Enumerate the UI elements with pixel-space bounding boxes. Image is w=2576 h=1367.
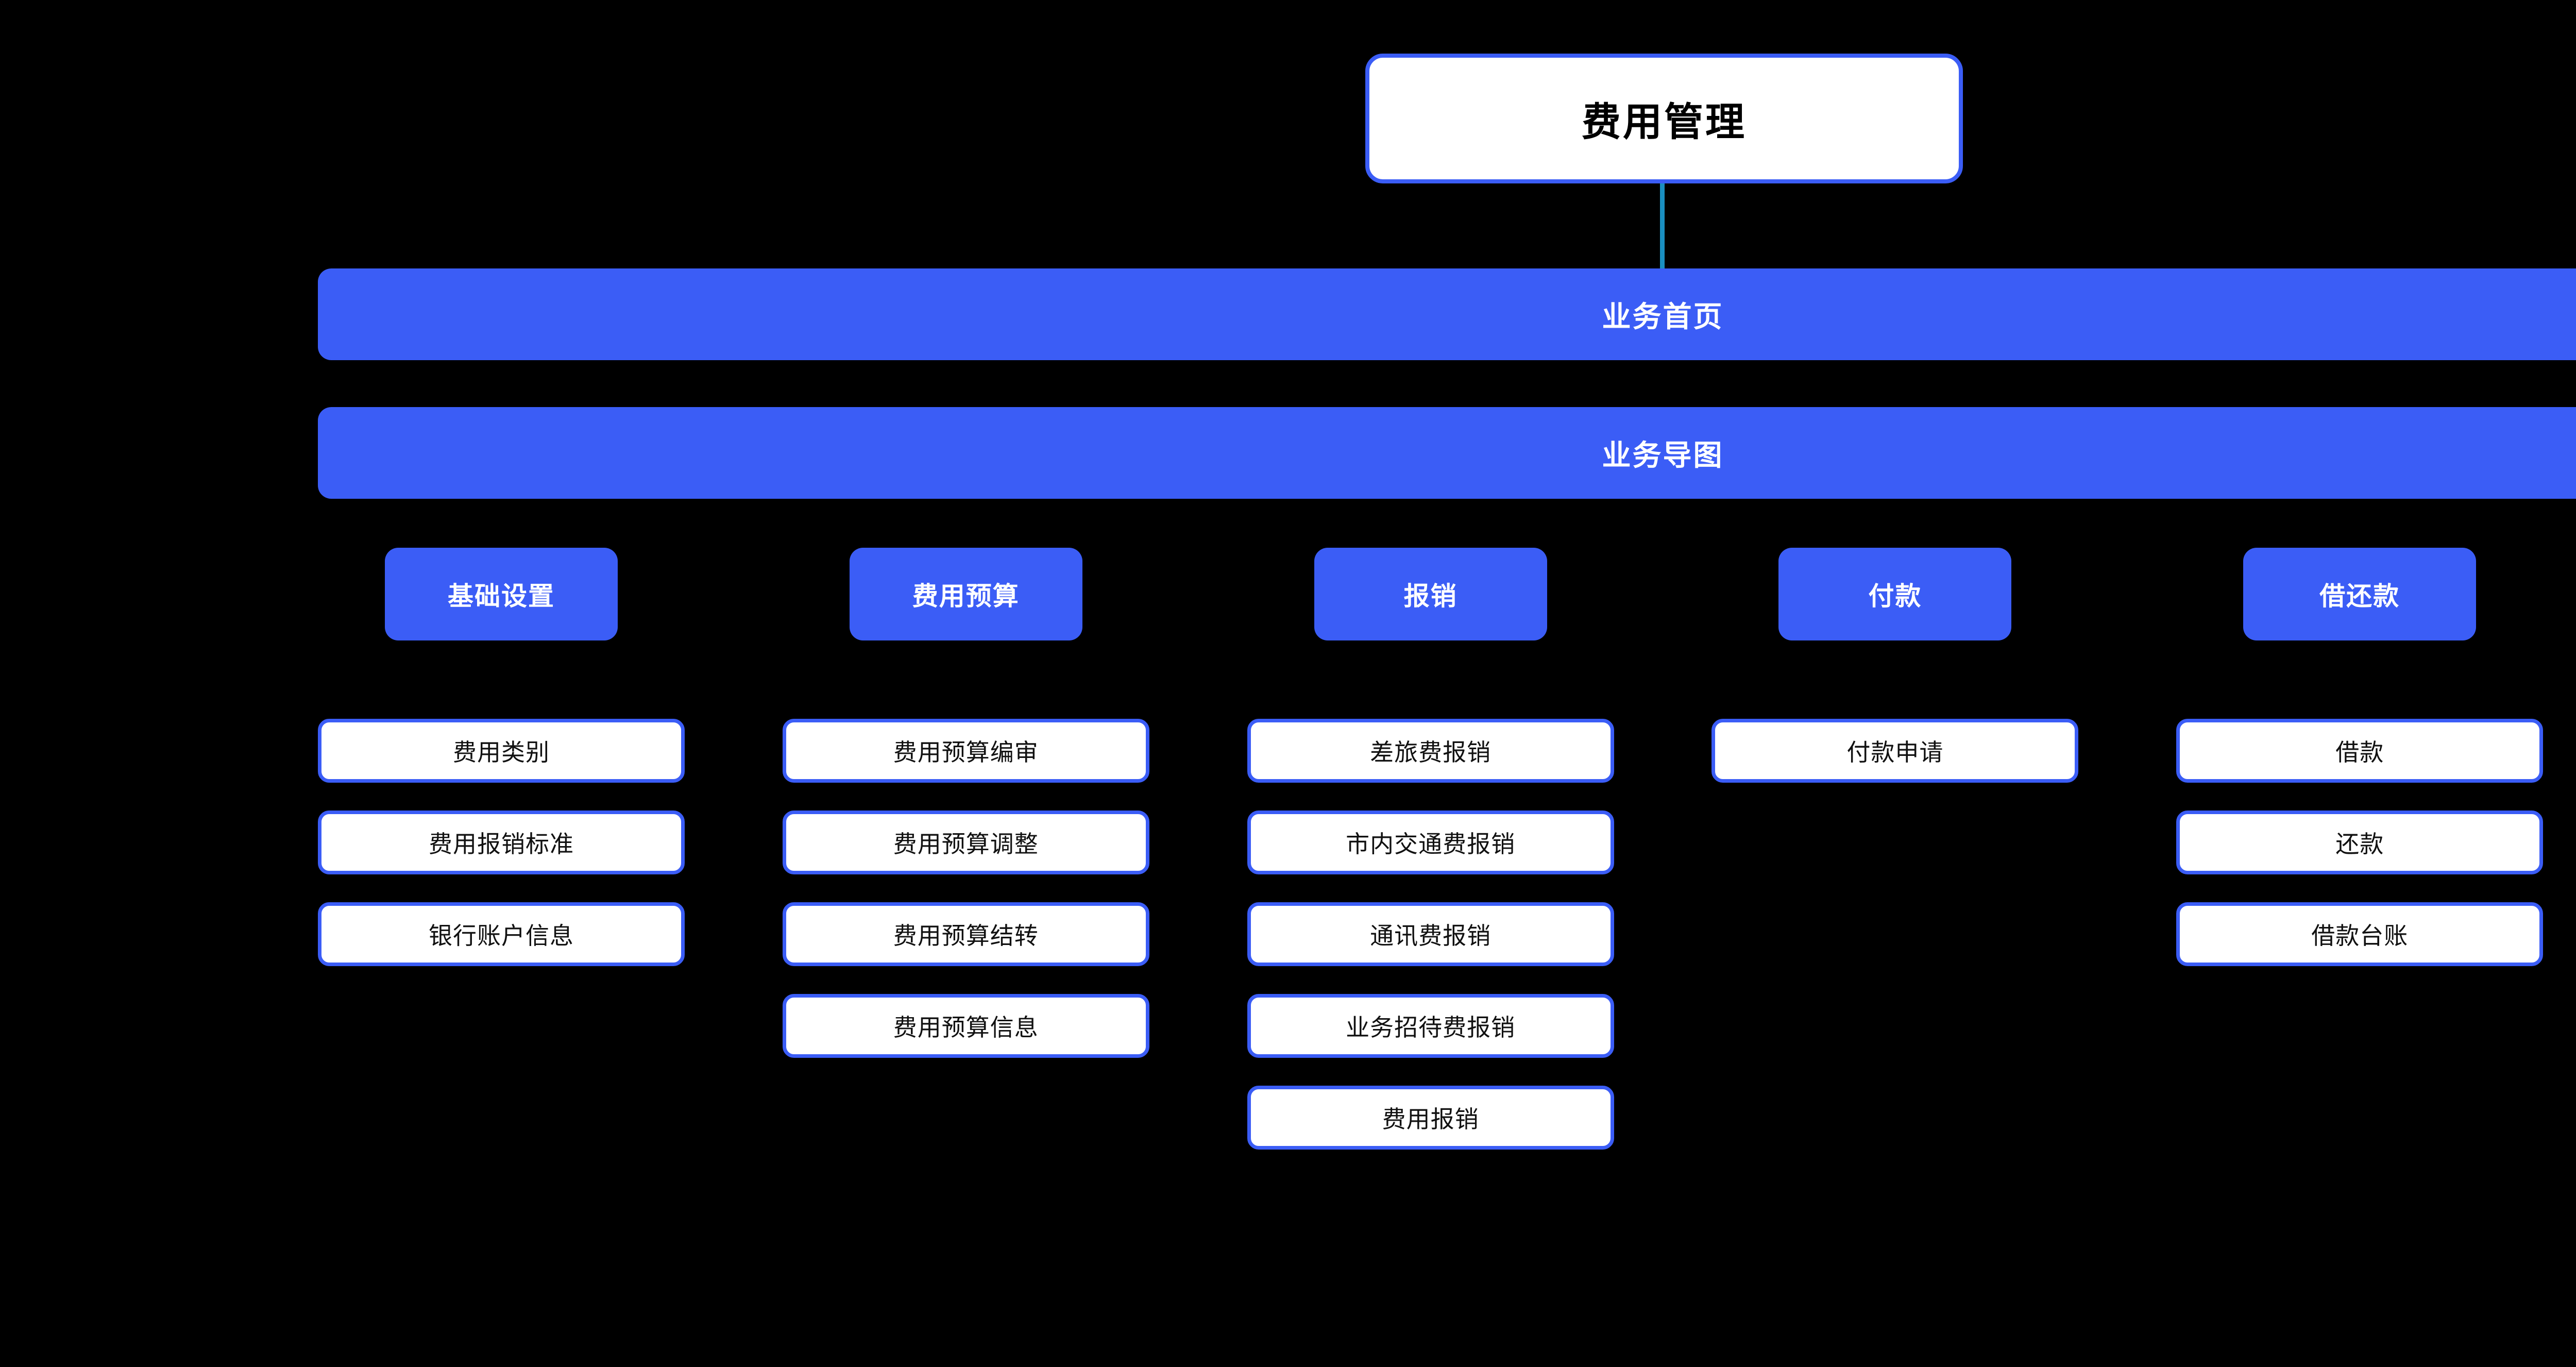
item-travel-expense-reimbursement[interactable]: 差旅费报销: [1247, 719, 1614, 783]
item-repayment[interactable]: 还款: [2176, 811, 2544, 874]
column-header-label: 报销: [1403, 582, 1458, 611]
item-label: 借款台账: [2311, 922, 2409, 949]
banner-business-home[interactable]: 业务首页: [318, 268, 2576, 360]
column-items: 费用预算编审 费用预算调整 费用预算结转 费用预算信息: [782, 719, 1149, 1058]
item-budget-info[interactable]: 费用预算信息: [782, 994, 1149, 1058]
item-expense-reimbursement-standard[interactable]: 费用报销标准: [318, 811, 685, 874]
column-items: 借款 还款 借款台账: [2176, 719, 2544, 966]
item-borrowing[interactable]: 借款: [2176, 719, 2544, 783]
column-header-label: 付款: [1868, 582, 1922, 611]
item-label: 费用预算结转: [893, 922, 1039, 949]
item-bank-account-info[interactable]: 银行账户信息: [318, 902, 685, 966]
item-label: 业务招待费报销: [1346, 1014, 1516, 1041]
column-header-label: 借还款: [2319, 582, 2400, 611]
item-payment-application[interactable]: 付款申请: [1711, 719, 2079, 783]
item-business-entertainment-reimbursement[interactable]: 业务招待费报销: [1247, 994, 1614, 1058]
column-header-reimbursement[interactable]: 报销: [1314, 548, 1547, 640]
column-items: 费用类别 费用报销标准 银行账户信息: [318, 719, 685, 966]
column-payment: 付款 付款申请: [1711, 548, 2079, 1331]
category-columns: 基础设置 费用类别 费用报销标准 银行账户信息 费用预算 费用: [318, 548, 2576, 1331]
item-label: 费用类别: [453, 739, 550, 766]
banner-label: 业务导图: [1602, 438, 1724, 471]
item-city-transport-reimbursement[interactable]: 市内交通费报销: [1247, 811, 1614, 874]
item-communication-fee-reimbursement[interactable]: 通讯费报销: [1247, 902, 1614, 966]
item-borrowing-ledger[interactable]: 借款台账: [2176, 902, 2544, 966]
column-header-basic-settings[interactable]: 基础设置: [385, 548, 618, 640]
column-items: 差旅费报销 市内交通费报销 通讯费报销 业务招待费报销 费用报销: [1247, 719, 1614, 1150]
column-basic-settings: 基础设置 费用类别 费用报销标准 银行账户信息: [318, 548, 685, 1331]
item-budget-adjustment[interactable]: 费用预算调整: [782, 811, 1149, 874]
page-title: 费用管理: [1582, 100, 1747, 144]
root-title-card[interactable]: 费用管理: [1365, 54, 1963, 183]
item-budget-carryover[interactable]: 费用预算结转: [782, 902, 1149, 966]
column-expense-budget: 费用预算 费用预算编审 费用预算调整 费用预算结转 费用预算信息: [782, 548, 1149, 1331]
item-label: 费用报销: [1382, 1106, 1479, 1133]
column-items: 付款申请: [1711, 719, 2079, 783]
item-label: 费用报销标准: [429, 831, 574, 857]
item-label: 还款: [2335, 831, 2384, 857]
connector-line-root-to-banner: [1660, 183, 1665, 270]
column-header-payment[interactable]: 付款: [1778, 548, 2012, 640]
item-expense-category[interactable]: 费用类别: [318, 719, 685, 783]
item-label: 费用预算调整: [893, 831, 1039, 857]
item-label: 银行账户信息: [429, 922, 574, 949]
item-label: 费用预算编审: [893, 739, 1039, 766]
column-reimbursement: 报销 差旅费报销 市内交通费报销 通讯费报销 业务招待费报销 费用报销: [1247, 548, 1614, 1331]
column-loan-repayment: 借还款 借款 还款 借款台账: [2176, 548, 2544, 1331]
item-label: 付款申请: [1846, 739, 1944, 766]
item-label: 费用预算信息: [893, 1014, 1039, 1041]
item-label: 通讯费报销: [1370, 922, 1492, 949]
column-header-label: 基础设置: [448, 582, 555, 611]
banner-business-map[interactable]: 业务导图: [318, 407, 2576, 499]
item-label: 市内交通费报销: [1346, 831, 1516, 857]
banner-label: 业务首页: [1602, 300, 1724, 333]
item-budget-compile-review[interactable]: 费用预算编审: [782, 719, 1149, 783]
column-header-label: 费用预算: [912, 582, 1020, 611]
item-label: 差旅费报销: [1370, 739, 1492, 766]
item-expense-reimbursement[interactable]: 费用报销: [1247, 1086, 1614, 1150]
item-label: 借款: [2335, 739, 2384, 766]
column-header-expense-budget[interactable]: 费用预算: [849, 548, 1082, 640]
column-header-loan-repayment[interactable]: 借还款: [2243, 548, 2477, 640]
